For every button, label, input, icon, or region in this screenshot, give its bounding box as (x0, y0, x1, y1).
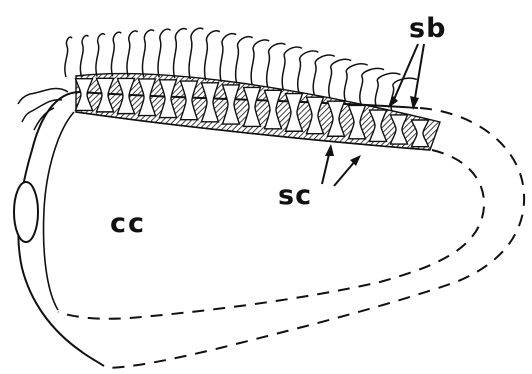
stereocilium (65, 37, 72, 77)
label-sb: sb (409, 15, 446, 42)
stereocilium (189, 28, 203, 79)
stereocilium (142, 30, 154, 77)
stereocilium (158, 29, 171, 77)
stereocilium (344, 64, 367, 101)
stereocilium (375, 73, 400, 107)
stereocilium (111, 32, 121, 76)
sc-arrow-2 (334, 160, 356, 186)
stereocilium (80, 35, 88, 76)
cell-inner-outline (44, 112, 74, 310)
cell-outline-dashed-outer (104, 108, 524, 368)
stereocilium (127, 31, 138, 77)
stereocilium (220, 34, 236, 82)
label-cc: cc (110, 210, 146, 237)
stereocilium (96, 34, 105, 77)
stereocilium (205, 31, 220, 81)
nucleus (14, 182, 38, 242)
supporting-cells-group (76, 78, 429, 146)
stereocilium (329, 59, 351, 98)
sc-arrowhead-1 (325, 144, 334, 156)
stereocilium (236, 37, 253, 84)
sb-arrow-2 (414, 44, 424, 104)
stereocilium (174, 28, 187, 78)
label-sc: sc (278, 182, 312, 209)
left-hair-1 (18, 89, 68, 104)
stereocilium (360, 68, 384, 104)
stereocilium (282, 47, 302, 90)
